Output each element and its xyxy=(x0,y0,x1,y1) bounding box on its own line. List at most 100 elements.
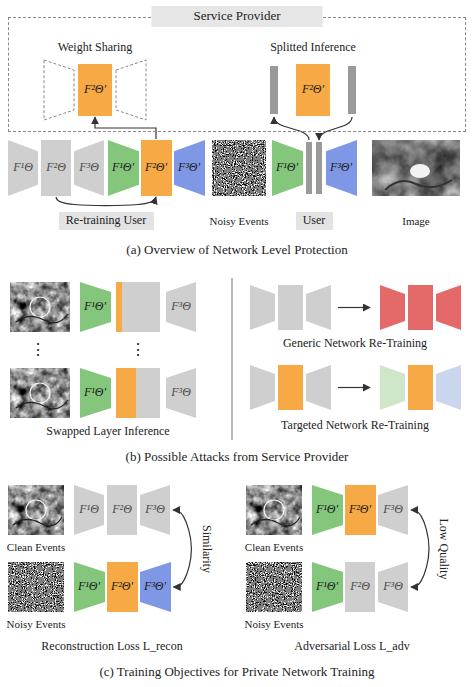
block-fill xyxy=(41,140,71,196)
section-title: Splitted Inference xyxy=(270,41,356,55)
retrain-arrow xyxy=(338,387,370,388)
encoder-shape xyxy=(250,285,275,330)
attack-label: Swapped Layer Inference xyxy=(46,425,169,439)
block-fill xyxy=(140,485,170,535)
split-arrow xyxy=(274,117,309,140)
image-label: Clean Events xyxy=(7,541,65,554)
divider xyxy=(232,278,233,440)
split-bar xyxy=(316,142,322,194)
network-block: F²Θ' xyxy=(107,562,138,612)
block-fill xyxy=(378,485,408,535)
network-block: F¹Θ' xyxy=(272,140,303,196)
block-fill xyxy=(80,368,111,418)
layer-label: F²Θ xyxy=(350,580,370,593)
encoder-shape xyxy=(380,365,405,410)
layer-label: F³Θ xyxy=(171,300,191,313)
network-block: F²Θ xyxy=(107,485,137,535)
attack-label: Targeted Network Re-Training xyxy=(281,419,429,433)
shared-encoder-outline xyxy=(44,60,74,120)
connector xyxy=(411,510,429,587)
panel-caption: (a) Overview of Network Level Protection xyxy=(126,243,347,258)
service-region: F²Θ'F²Θ'Service Provider xyxy=(8,17,466,132)
photo-detail xyxy=(385,180,452,190)
middle-shape xyxy=(278,285,303,330)
network-block: F²Θ' xyxy=(345,485,376,535)
layer-label: F¹Θ' xyxy=(84,386,106,399)
network-block: F³Θ xyxy=(378,485,408,535)
edge-label: Low Quality xyxy=(436,517,450,580)
layer-label: F³Θ xyxy=(145,503,165,516)
noisy-events-image xyxy=(246,562,302,612)
decoder-shape xyxy=(306,365,331,410)
ellipsis: ⋮ xyxy=(130,341,146,359)
tag-label: Re-training User xyxy=(66,214,146,228)
network-block: F³Θ xyxy=(140,485,170,535)
connector xyxy=(56,197,156,206)
layer-label: F³Θ' xyxy=(144,580,166,593)
block-fill xyxy=(8,140,38,196)
decoder-shape xyxy=(436,365,461,410)
layer-label: F¹Θ' xyxy=(78,580,100,593)
edge-label: Similarity xyxy=(199,524,213,574)
section-title: Weight Sharing xyxy=(58,41,133,55)
photo-highlight xyxy=(410,164,430,178)
shared-decoder-outline xyxy=(116,60,146,120)
image-label: Noisy Events xyxy=(210,215,269,228)
layer-label: F²Θ xyxy=(46,161,66,174)
clean-events-image xyxy=(10,368,70,418)
block-fill xyxy=(140,562,171,612)
network-block: F¹Θ xyxy=(74,485,104,535)
block-fill xyxy=(312,485,343,535)
retrain-arrow xyxy=(338,307,370,308)
network-block: F³Θ xyxy=(378,562,408,612)
swapped-part xyxy=(116,282,122,332)
network-block: F¹Θ' xyxy=(312,562,343,612)
encoder-shape xyxy=(380,285,405,330)
split-bar xyxy=(306,142,312,194)
layer-label: F¹Θ' xyxy=(316,503,338,516)
clean-events-image xyxy=(246,485,302,535)
layer-label: F³Θ xyxy=(383,503,403,516)
image-label: Clean Events xyxy=(245,541,303,554)
clean-events-image xyxy=(8,485,64,535)
network-block: F¹Θ' xyxy=(108,140,139,196)
user-tag: User xyxy=(296,212,333,230)
layer-label: F¹Θ xyxy=(13,161,33,174)
block-fill xyxy=(80,282,111,332)
network-block: F³Θ xyxy=(166,368,196,418)
block-fill xyxy=(378,562,408,612)
block-fill xyxy=(74,562,105,612)
tag-label: User xyxy=(303,214,326,228)
block-fill xyxy=(345,562,375,612)
layer-label: F¹Θ' xyxy=(276,161,298,174)
block-fill xyxy=(108,140,139,196)
encoder-shape xyxy=(250,365,275,410)
block-fill xyxy=(78,64,112,116)
layer-label: F²Θ' xyxy=(111,580,133,593)
swapped-layer xyxy=(116,368,160,418)
block-fill xyxy=(74,140,104,196)
middle-shape xyxy=(278,365,303,410)
block-fill xyxy=(174,140,205,196)
loss-label: Reconstruction Loss L_recon xyxy=(41,640,182,654)
user-tag: Re-training User xyxy=(59,212,154,230)
network-block: F³Θ xyxy=(166,282,196,332)
connector xyxy=(95,117,156,139)
layer-label: F³Θ xyxy=(79,161,99,174)
layer-label: F¹Θ' xyxy=(84,300,106,313)
network-block: F²Θ' xyxy=(296,64,330,116)
image-label: Noisy Events xyxy=(7,618,66,631)
connector xyxy=(173,510,191,587)
network-block: F¹Θ' xyxy=(74,562,105,612)
layer-label: F²Θ' xyxy=(349,503,371,516)
network-block: F³Θ' xyxy=(326,140,357,196)
block-fill xyxy=(166,282,196,332)
split-bar xyxy=(270,66,278,114)
ellipsis: ⋮ xyxy=(30,341,46,359)
image-label: Noisy Events xyxy=(245,618,304,631)
block-fill xyxy=(296,64,330,116)
middle-shape xyxy=(408,285,433,330)
photo-image xyxy=(372,140,460,196)
block-fill xyxy=(312,562,343,612)
network-block: F¹Θ' xyxy=(312,485,343,535)
